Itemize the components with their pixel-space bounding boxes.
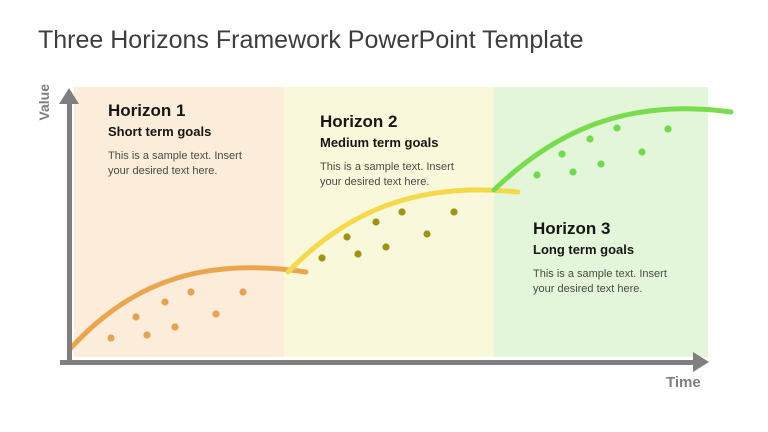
horizon-2-title: Horizon 2 <box>320 112 398 131</box>
horizon-1-text-block: Horizon 1 Short term goals This is a sam… <box>108 101 288 179</box>
horizon-3-body-line2: your desired text here. <box>533 283 643 295</box>
time-axis-line <box>60 360 694 365</box>
horizon-2-subtitle: Medium term goals <box>320 135 439 150</box>
horizon-2-body-line1: This is a sample text. Insert <box>320 161 454 173</box>
horizon-3-text-block: Horizon 3 Long term goals This is a samp… <box>533 219 713 297</box>
value-axis-line <box>67 100 72 364</box>
time-axis-label: Time <box>666 374 701 391</box>
horizon-2-text-block: Horizon 2 Medium term goals This is a sa… <box>320 112 500 190</box>
horizon-2-body: This is a sample text. Insert your desir… <box>320 160 500 190</box>
value-axis-label: Value <box>36 84 52 121</box>
time-axis-arrowhead-icon <box>693 352 709 372</box>
value-axis-arrowhead-icon <box>59 88 79 104</box>
horizon-3-body: This is a sample text. Insert your desir… <box>533 267 713 297</box>
horizon-3-title: Horizon 3 <box>533 219 611 238</box>
horizon-2-body-line2: your desired text here. <box>320 176 430 188</box>
horizon-1-body: This is a sample text. Insert your desir… <box>108 149 288 179</box>
slide-title: Three Horizons Framework PowerPoint Temp… <box>38 26 584 54</box>
horizon-1-body-line1: This is a sample text. Insert <box>108 150 242 162</box>
horizon-3-subtitle: Long term goals <box>533 242 635 257</box>
horizon-1-title: Horizon 1 <box>108 101 186 120</box>
horizon-1-body-line2: your desired text here. <box>108 165 218 177</box>
horizon-1-subtitle: Short term goals <box>108 124 212 139</box>
horizon-3-body-line1: This is a sample text. Insert <box>533 268 667 280</box>
